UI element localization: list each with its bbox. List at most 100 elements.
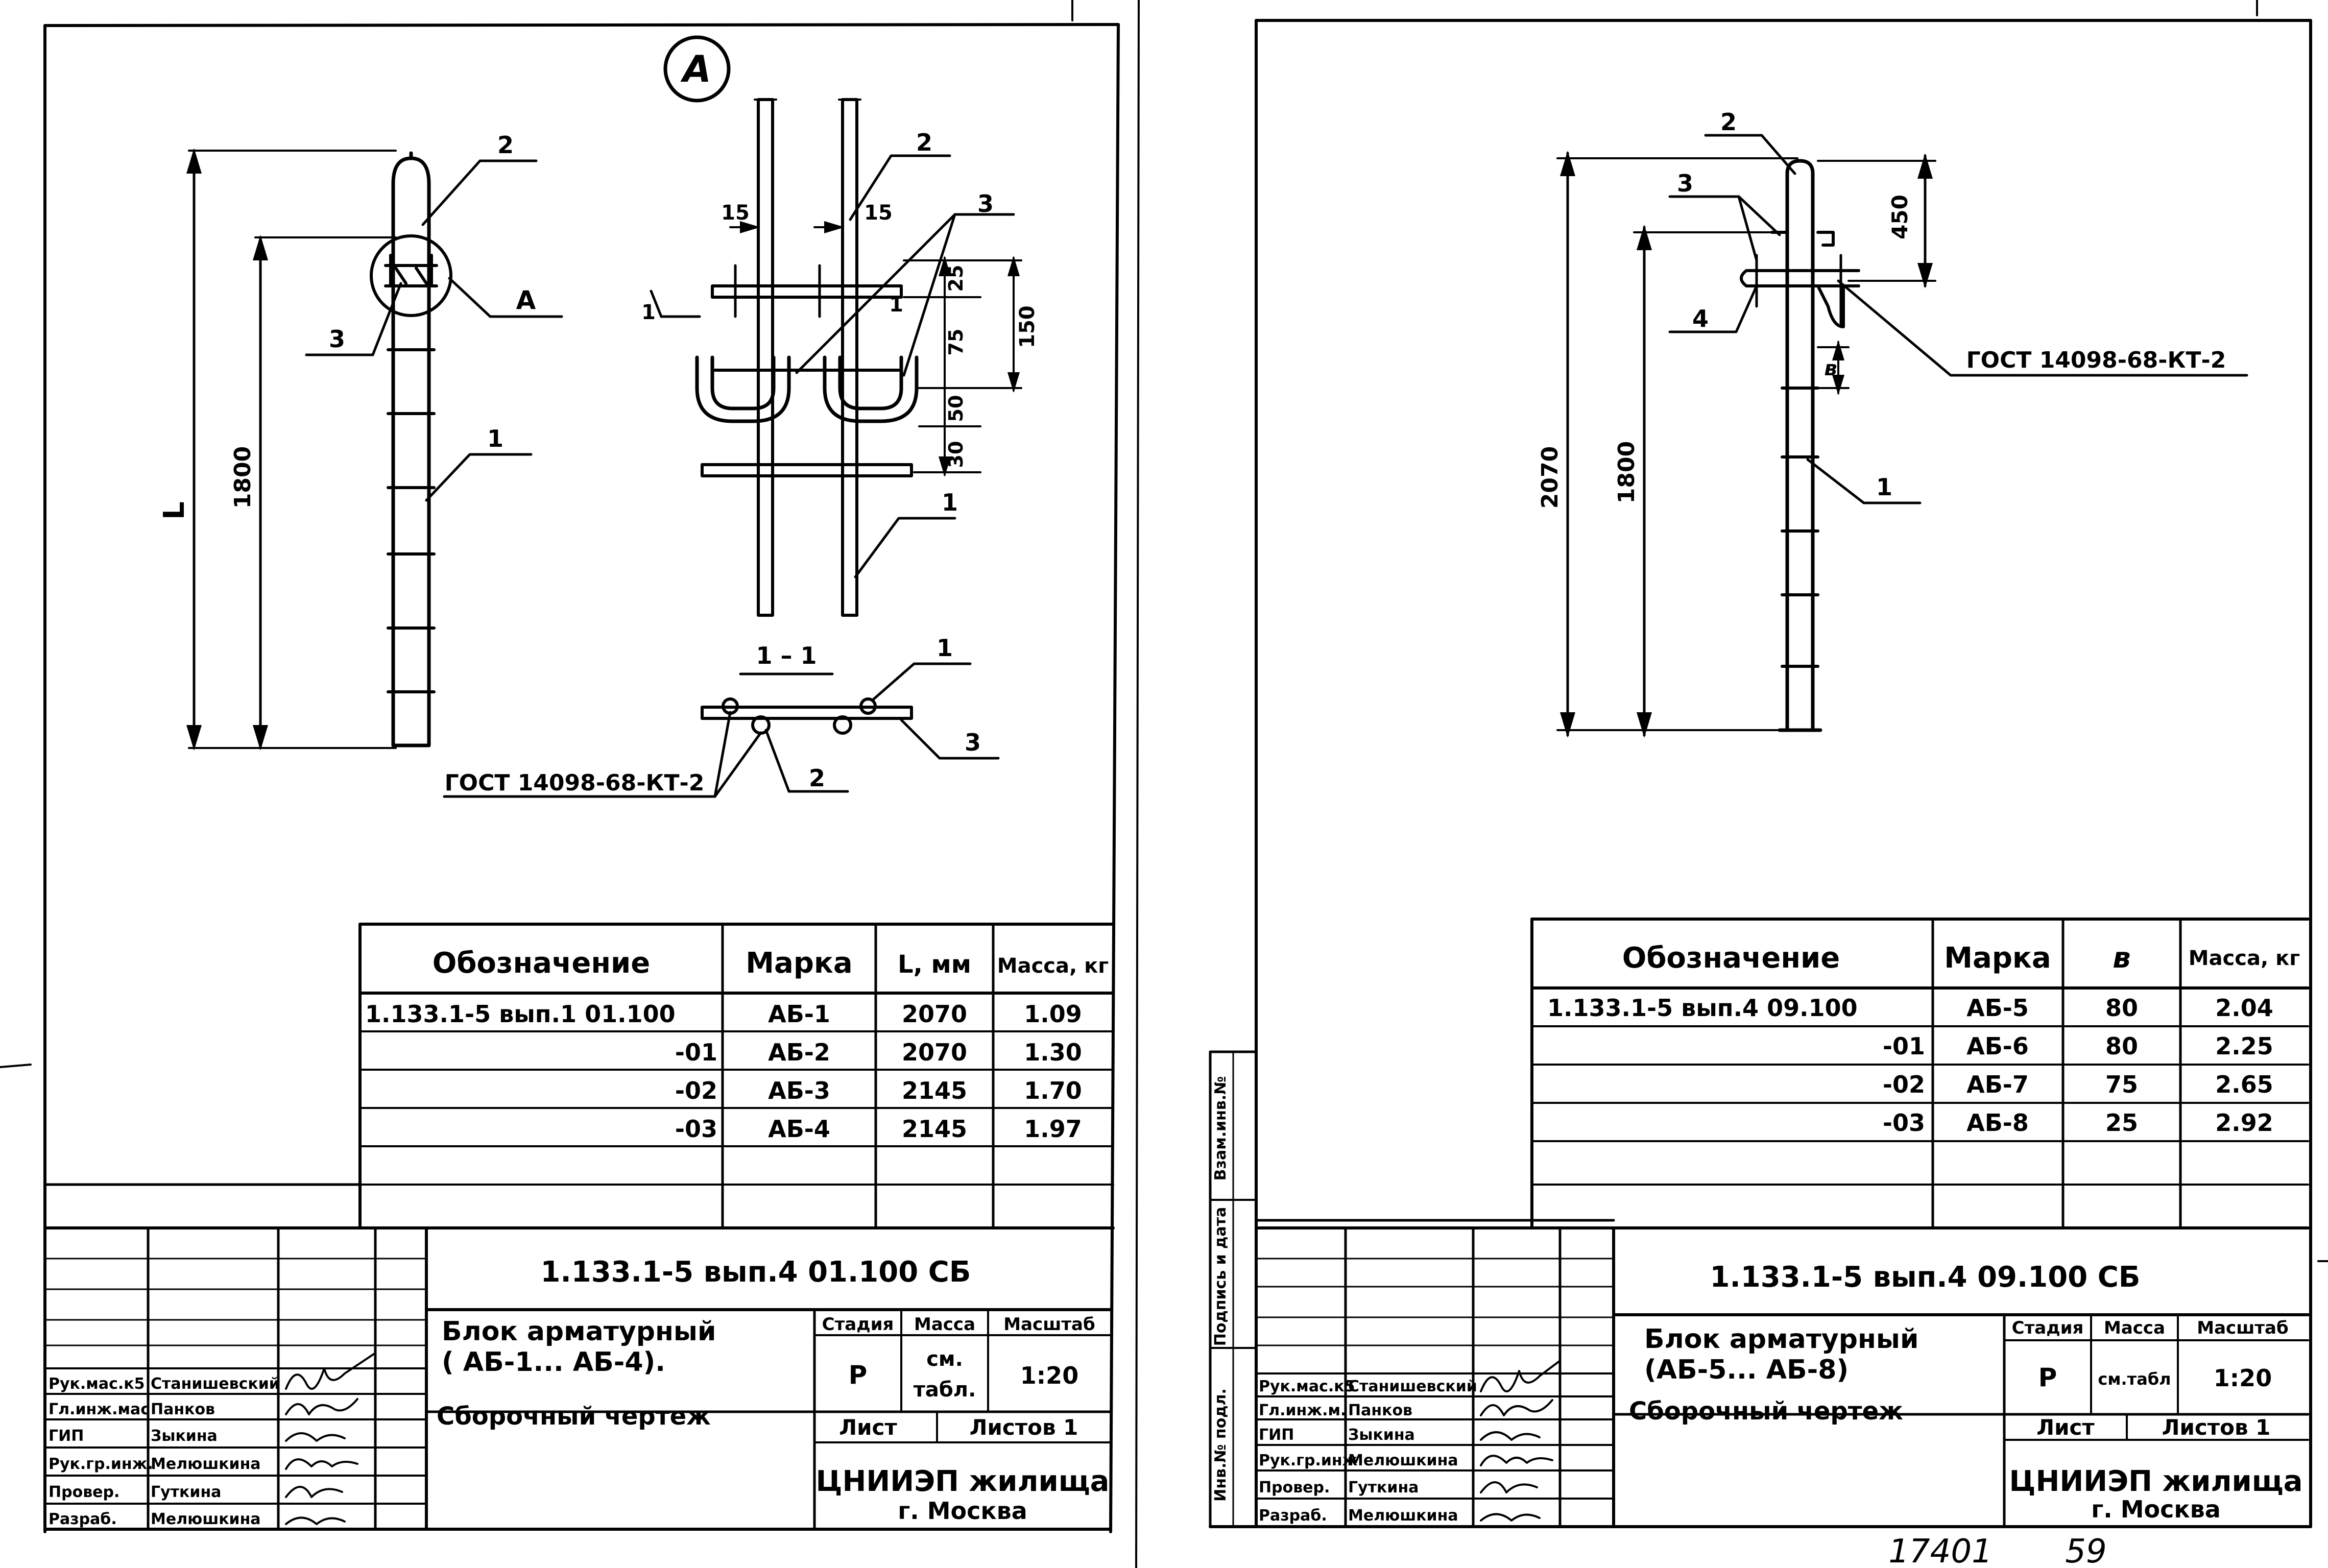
left-spec-row: 1.133.1-5 вып.1 01.100 АБ-1 2070 1.09	[365, 1000, 1082, 1028]
svg-text:1:20: 1:20	[1020, 1362, 1078, 1389]
detail-leader-3-label: 3	[977, 190, 994, 218]
left-spec-row: -01 АБ-2 2070 1.30	[675, 1039, 1082, 1066]
svg-text:Масса: Масса	[2104, 1318, 2165, 1338]
leader-3-label: 3	[329, 325, 345, 353]
svg-text:Инв.№ подл.: Инв.№ подл.	[1212, 1388, 1230, 1502]
right-spec-row: -02 АБ-7 75 2.65	[1883, 1071, 2273, 1098]
svg-text:-01: -01	[675, 1039, 717, 1066]
left-spec-h2: L, мм	[898, 950, 971, 979]
svg-text:-03: -03	[1883, 1109, 1925, 1137]
right-leader-4	[1668, 284, 1758, 333]
svg-text:2070: 2070	[902, 1000, 967, 1028]
leader-3	[305, 282, 402, 356]
right-title-code: 1.133.1-5 вып.4 09.100 СБ	[1710, 1261, 2141, 1294]
svg-text:Мелюшкина: Мелюшкина	[1348, 1452, 1458, 1469]
left-frame-right	[1109, 23, 1120, 1533]
right-spec-table: Обозначение Марка в Масса, кг 1.133.1-5 …	[1255, 918, 2310, 1229]
detail-leader-3b	[795, 213, 956, 374]
section-mark-left: 1	[641, 301, 656, 324]
svg-text:Провер.: Провер.	[1259, 1479, 1330, 1497]
svg-text:2.25: 2.25	[2215, 1032, 2273, 1060]
detail-a: A 15 15	[641, 35, 1039, 617]
svg-text:-03: -03	[675, 1115, 717, 1143]
left-spec-h3: Масса, кг	[997, 954, 1109, 978]
svg-text:Стадия: Стадия	[2012, 1318, 2084, 1338]
svg-text:1.09: 1.09	[1024, 1000, 1082, 1028]
svg-text:АБ-5: АБ-5	[1966, 994, 2029, 1022]
svg-text:1.70: 1.70	[1024, 1077, 1082, 1104]
dim-2070-label: 2070	[1537, 446, 1563, 509]
leader-2	[421, 159, 538, 226]
svg-text:Гуткина: Гуткина	[151, 1483, 221, 1501]
svg-text:Мелюшкина: Мелюшкина	[151, 1455, 261, 1473]
svg-text:Взам.инв.№: Взам.инв.№	[1212, 1076, 1230, 1181]
svg-text:ГИП: ГИП	[49, 1427, 84, 1445]
right-leader-gost-label: ГОСТ 14098-68-КТ-2	[1966, 347, 2226, 373]
svg-text:АБ-2: АБ-2	[768, 1039, 830, 1066]
leader-1-label: 1	[487, 425, 503, 452]
footer-number: 17401	[1888, 1533, 1993, 1568]
svg-text:Листов 1: Листов 1	[970, 1415, 1078, 1440]
left-title-name-1: Блок арматурный	[442, 1316, 716, 1347]
svg-text:Масса: Масса	[914, 1314, 975, 1335]
svg-text:2070: 2070	[902, 1039, 967, 1066]
leader-A	[448, 277, 563, 318]
dim-1800-label: 1800	[230, 446, 256, 509]
right-title-name-3: Сборочный чертеж	[1629, 1397, 1903, 1426]
svg-text:Рук.гр.инж: Рук.гр.инж	[1259, 1452, 1358, 1469]
left-spec-table: Обозначение Марка L, мм Масса, кг 1.133.…	[43, 923, 1115, 1229]
svg-text:Провер.: Провер.	[49, 1483, 119, 1501]
section-1-1: 1 – 1 1 3 2 ГОСТ 14098-68-КТ-2	[443, 634, 1000, 798]
svg-text:Стадия: Стадия	[822, 1314, 894, 1335]
svg-text:Разраб.: Разраб.	[1259, 1507, 1327, 1525]
left-title-name-2: ( АБ-1... АБ-4).	[442, 1347, 665, 1378]
detail-top-tie	[711, 284, 903, 299]
detail-a-marker-label: A	[680, 47, 711, 90]
svg-text:АБ-8: АБ-8	[1966, 1109, 2029, 1137]
svg-text:-02: -02	[675, 1077, 717, 1104]
detail-hook-right	[823, 355, 919, 423]
right-spec-h0: Обозначение	[1622, 942, 1840, 975]
detail-hook-left	[695, 355, 791, 423]
svg-text:2145: 2145	[902, 1115, 967, 1143]
svg-text:АБ-6: АБ-6	[1966, 1032, 2029, 1060]
dim-75: 75	[945, 329, 967, 356]
dim-15-right: 15	[864, 201, 893, 225]
right-spec-h2: в	[2113, 942, 2130, 975]
svg-text:-02: -02	[1883, 1071, 1925, 1098]
dim-1800-label: 1800	[1614, 441, 1640, 503]
svg-text:1.133.1-5 вып.4 09.100: 1.133.1-5 вып.4 09.100	[1547, 994, 1858, 1022]
sheet-separator	[1135, 0, 1140, 1568]
svg-text:Р: Р	[2038, 1363, 2057, 1392]
right-org: ЦНИИЭП жилища	[2009, 1465, 2303, 1498]
svg-text:80: 80	[2105, 994, 2138, 1022]
dim-50: 50	[945, 395, 967, 422]
leader-2-label: 2	[497, 131, 514, 159]
right-side-stamp: Инв.№ подл. Подпись и дата Взам.инв.№	[1209, 1050, 1258, 1528]
section-leader-2: 2	[809, 764, 825, 792]
svg-text:Мелюшкина: Мелюшкина	[1348, 1507, 1458, 1525]
svg-text:Лист: Лист	[839, 1415, 897, 1440]
right-title-name-2: (АБ-5... АБ-8)	[1644, 1355, 1849, 1385]
left-city: г. Москва	[898, 1497, 1027, 1525]
left-spec-row: -03 АБ-4 2145 1.97	[675, 1115, 1082, 1143]
dim-150: 150	[1016, 305, 1039, 348]
svg-text:АБ-4: АБ-4	[768, 1115, 830, 1143]
right-title-name-1: Блок арматурный	[1644, 1324, 1918, 1355]
right-leader-2	[1704, 134, 1796, 175]
right-leader-gost	[1837, 279, 2248, 377]
section-title: 1 – 1	[756, 642, 817, 669]
left-spec-h1: Марка	[746, 947, 852, 980]
svg-text:25: 25	[2105, 1109, 2138, 1137]
right-spec-row: -03 АБ-8 25 2.92	[1883, 1109, 2273, 1137]
detail-a-circle	[370, 234, 452, 317]
svg-text:1.97: 1.97	[1024, 1115, 1082, 1143]
detail-leader-1-label: 1	[942, 489, 958, 516]
detail-leader-1	[854, 517, 956, 578]
left-staff-list: Рук.мас.к5 Гл.инж.мас ГИП Рук.гр.инж. Пр…	[49, 1375, 280, 1528]
right-title-block: 1.133.1-5 вып.4 09.100 СБ Блок арматурны…	[1255, 1226, 2310, 1528]
svg-text:Зыкина: Зыкина	[1348, 1426, 1415, 1444]
left-ties	[387, 348, 436, 693]
svg-text:Гл.инж.м.: Гл.инж.м.	[1259, 1402, 1346, 1419]
svg-text:1.133.1-5 вып.1 01.100: 1.133.1-5 вып.1 01.100	[365, 1000, 676, 1028]
